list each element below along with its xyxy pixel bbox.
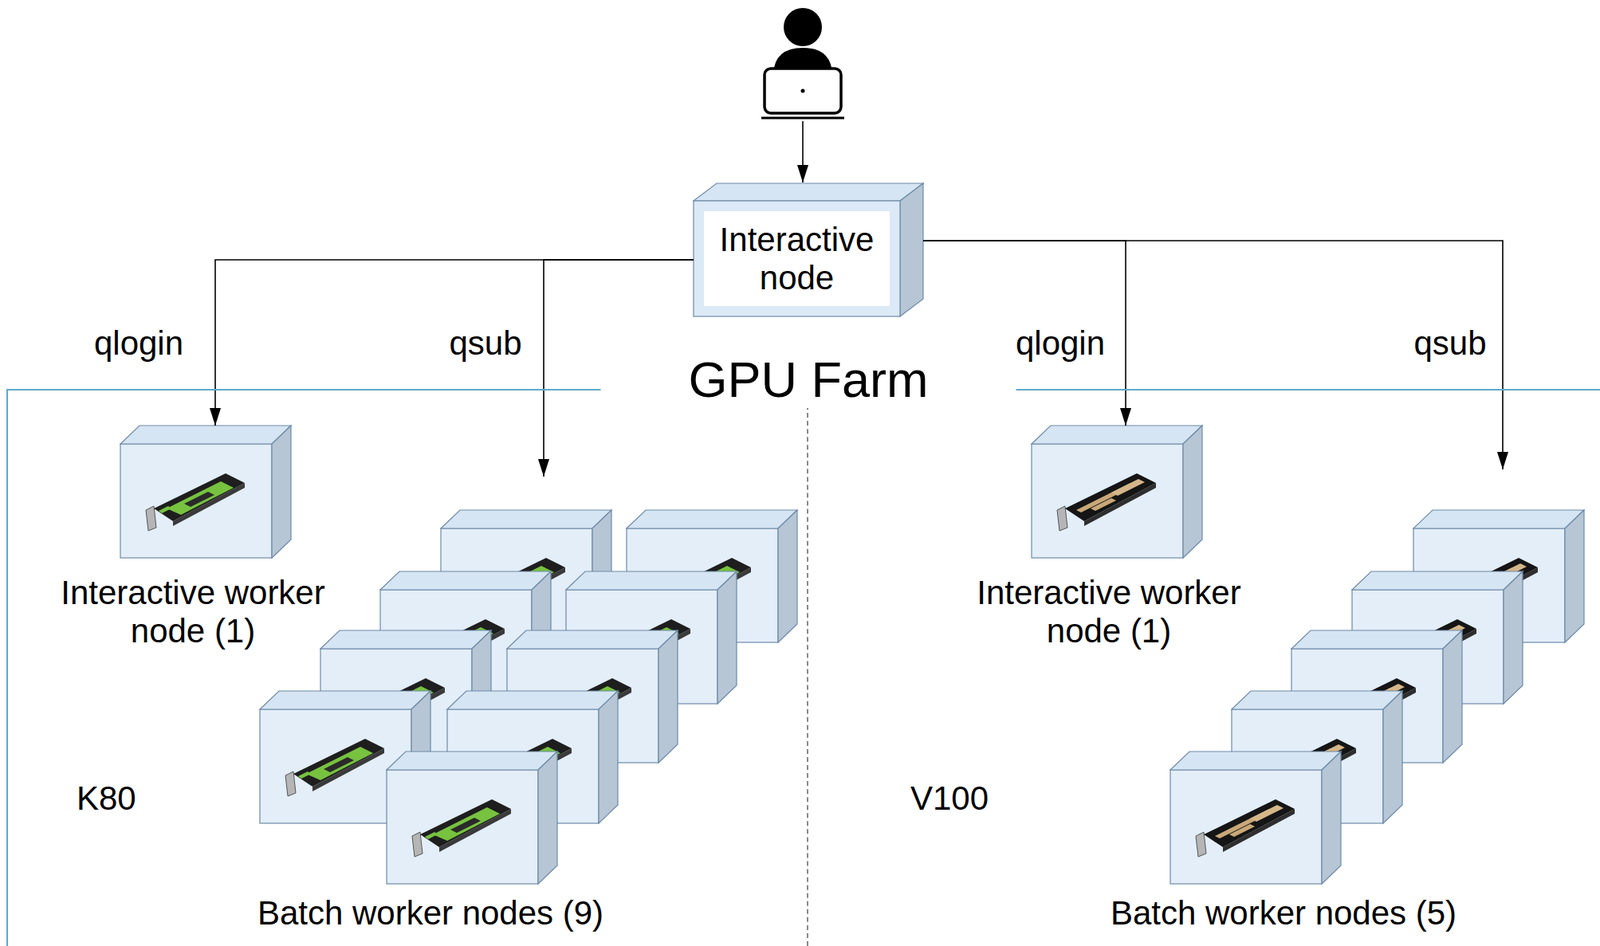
connector-arrow [215, 259, 694, 426]
node-label: Interactive node [703, 211, 890, 307]
interactive-node: Interactive node [693, 183, 924, 317]
gpu-farm-region: GPU FarmK80Interactive worker node (1)Ba… [6, 389, 1600, 946]
edge-label: qsub [1411, 324, 1489, 363]
connector-arrow [923, 240, 1126, 426]
connector-arrow [923, 240, 1503, 470]
k80-section: K80 Interactive worker node (1) Batch work… [7, 404, 809, 946]
node-label: V100 [910, 779, 989, 818]
interactive-worker-node: Interactive worker node (1) [120, 425, 291, 559]
user-icon [761, 7, 845, 183]
k80-batch-stack [259, 510, 798, 885]
k80-worker-box [120, 425, 291, 559]
interactive-worker-node: Interactive worker node (1) [1031, 425, 1203, 559]
node-label: Interactive worker node (1) [961, 573, 1257, 651]
node-label: K80 [76, 779, 137, 818]
node-label: Batch worker nodes (9) [231, 894, 630, 933]
edge-label: qlogin [1013, 324, 1108, 363]
v100-worker-box [1031, 425, 1203, 559]
node-label: Batch worker nodes (5) [1052, 894, 1515, 933]
edge-label: qsub [446, 324, 524, 363]
v100-section: V100 Interactive worker node (1) Batch wor… [809, 404, 1600, 946]
node-label: Interactive worker node (1) [45, 573, 341, 651]
connector-arrow [543, 259, 694, 477]
v100-batch-stack [1170, 510, 1585, 885]
edge-label: qlogin [91, 324, 186, 363]
batch-worker-stack: Batch worker nodes (9) [231, 476, 630, 936]
node-label: GPU Farm [600, 350, 1016, 409]
interactive-node-shape [693, 183, 924, 317]
batch-worker-stack: Batch worker nodes (5) [1052, 469, 1515, 940]
